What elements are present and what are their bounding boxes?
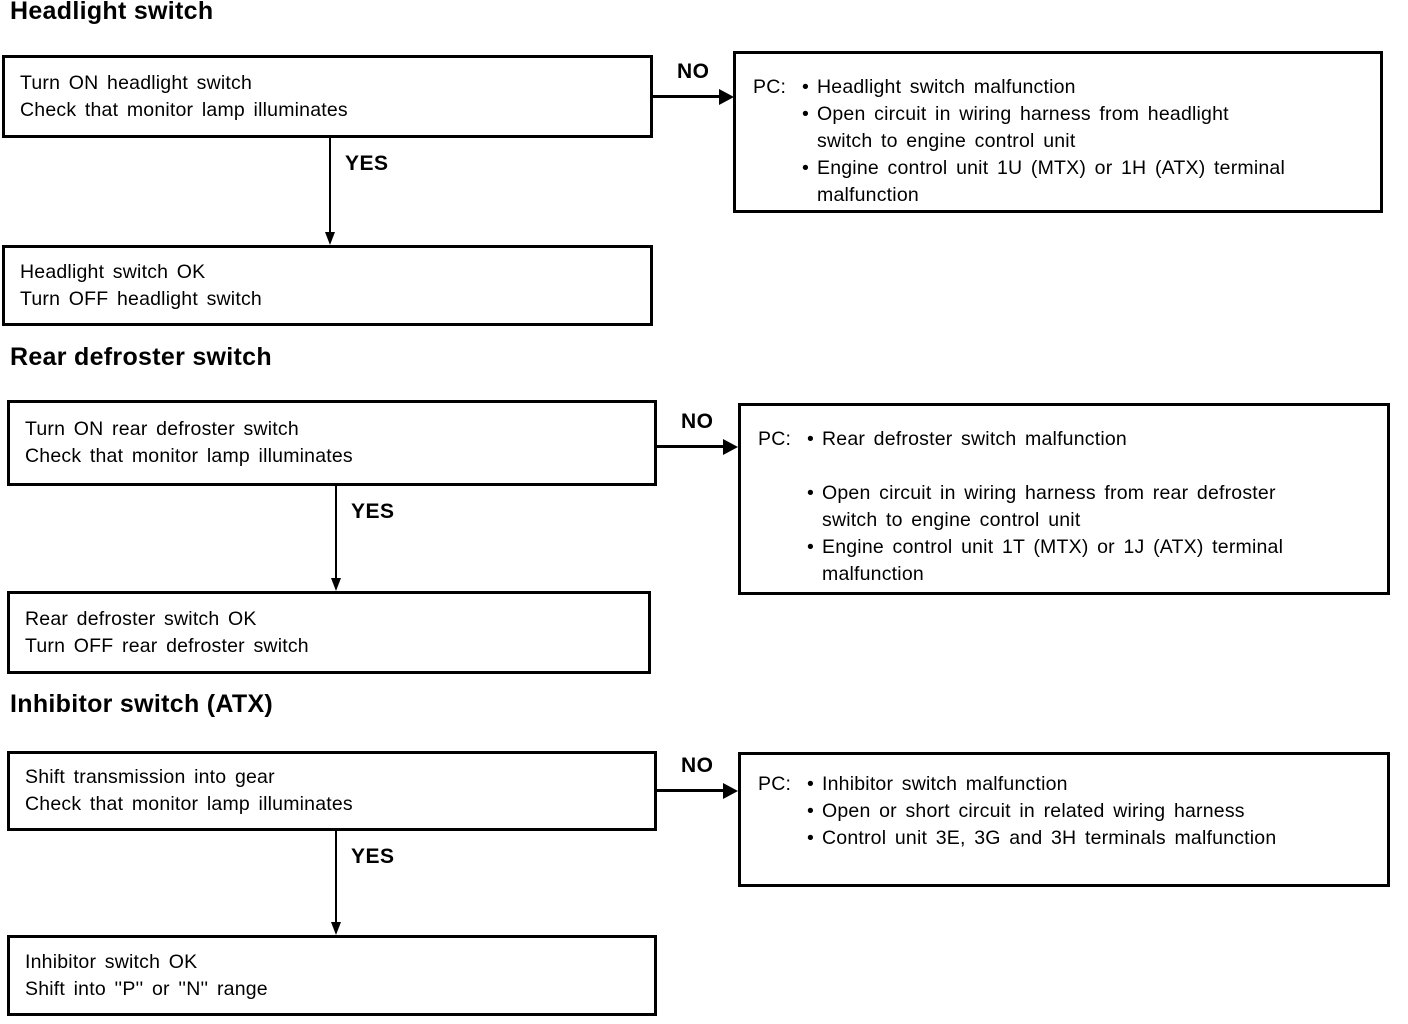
yes-label: YES xyxy=(351,500,395,523)
arrow-down-icon xyxy=(325,232,335,245)
arrow-down-icon xyxy=(331,578,341,591)
pc-cause-text: Inhibitor switch malfunction xyxy=(822,773,1068,795)
section-title-rear-defroster: Rear defroster switch xyxy=(10,343,272,371)
pc-cause-item: • Headlight switch malfunction xyxy=(802,74,1364,101)
pc-cause-item: • Engine control unit 1U (MTX) or 1H (AT… xyxy=(802,155,1364,209)
no-connector-line xyxy=(657,789,723,792)
pc-box-inhibitor: PC: • Inhibitor switch malfunction • Ope… xyxy=(738,752,1390,887)
pc-cause-text: Engine control unit 1U (MTX) or 1H (ATX)… xyxy=(817,157,1285,206)
pc-cause-item: • Open circuit in wiring harness from re… xyxy=(807,480,1371,534)
result-box-headlight: Headlight switch OK Turn OFF headlight s… xyxy=(2,245,653,326)
arrow-down-icon xyxy=(331,922,341,935)
bullet-icon: • xyxy=(807,482,815,504)
result-box-rear-defroster: Rear defroster switch OK Turn OFF rear d… xyxy=(7,591,651,674)
no-label: NO xyxy=(681,410,714,433)
arrow-right-icon xyxy=(723,783,738,799)
result-box-inhibitor: Inhibitor switch OK Shift into ''P'' or … xyxy=(7,935,657,1016)
pc-cause-text: Open or short circuit in related wiring … xyxy=(822,800,1245,822)
yes-label: YES xyxy=(345,152,389,175)
pc-cause-item: • Inhibitor switch malfunction xyxy=(807,771,1371,798)
question-box-rear-defroster: Turn ON rear defroster switch Check that… xyxy=(7,400,657,486)
section-title-inhibitor: Inhibitor switch (ATX) xyxy=(10,690,274,718)
yes-connector-line xyxy=(335,486,337,580)
no-connector-line xyxy=(653,95,721,98)
bullet-icon: • xyxy=(807,773,815,795)
pc-prefix: PC: xyxy=(758,428,792,450)
no-label: NO xyxy=(677,60,710,83)
arrow-right-icon xyxy=(723,439,738,455)
pc-cause-item: • Rear defroster switch malfunction xyxy=(807,426,1371,453)
result-text: Headlight switch OK Turn OFF headlight s… xyxy=(20,260,262,310)
bullet-icon: • xyxy=(802,103,810,125)
pc-prefix: PC: xyxy=(758,773,792,795)
bullet-icon: • xyxy=(807,428,815,450)
pc-cause-item: • Open circuit in wiring harness from he… xyxy=(802,101,1364,155)
pc-prefix: PC: xyxy=(753,76,787,98)
question-box-headlight: Turn ON headlight switch Check that moni… xyxy=(2,55,653,138)
pc-cause-text: Open circuit in wiring harness from rear… xyxy=(822,482,1276,531)
pc-cause-item: • Engine control unit 1T (MTX) or 1J (AT… xyxy=(807,534,1371,588)
pc-cause-text: Control unit 3E, 3G and 3H terminals mal… xyxy=(822,827,1277,849)
pc-cause-list: • Headlight switch malfunction • Open ci… xyxy=(802,74,1364,209)
yes-connector-line xyxy=(335,831,337,924)
pc-cause-text: Engine control unit 1T (MTX) or 1J (ATX)… xyxy=(822,536,1284,585)
question-text: Turn ON headlight switch Check that moni… xyxy=(20,71,348,121)
pc-cause-list: • Inhibitor switch malfunction • Open or… xyxy=(807,771,1371,852)
result-text: Inhibitor switch OK Shift into ''P'' or … xyxy=(25,950,268,1000)
no-connector-line xyxy=(657,445,723,448)
pc-cause-item: • Control unit 3E, 3G and 3H terminals m… xyxy=(807,825,1371,852)
arrow-right-icon xyxy=(719,89,734,105)
bullet-icon: • xyxy=(807,827,815,849)
pc-box-headlight: PC: • Headlight switch malfunction • Ope… xyxy=(733,51,1383,213)
question-text: Turn ON rear defroster switch Check that… xyxy=(25,418,353,467)
no-label: NO xyxy=(681,754,714,777)
pc-cause-text: Open circuit in wiring harness from head… xyxy=(817,103,1229,152)
bullet-icon: • xyxy=(802,157,810,179)
bullet-icon: • xyxy=(807,800,815,822)
pc-cause-text: Headlight switch malfunction xyxy=(817,76,1076,98)
question-box-inhibitor: Shift transmission into gear Check that … xyxy=(7,751,657,831)
pc-box-rear-defroster: PC: • Rear defroster switch malfunction … xyxy=(738,403,1390,595)
yes-label: YES xyxy=(351,845,395,868)
bullet-icon: • xyxy=(802,76,810,98)
question-text: Shift transmission into gear Check that … xyxy=(25,766,353,815)
pc-cause-list: • Rear defroster switch malfunction • Op… xyxy=(807,426,1371,588)
result-text: Rear defroster switch OK Turn OFF rear d… xyxy=(25,607,309,657)
pc-cause-text: Rear defroster switch malfunction xyxy=(822,428,1127,450)
pc-cause-item: • Open or short circuit in related wirin… xyxy=(807,798,1371,825)
section-title-headlight: Headlight switch xyxy=(10,0,214,25)
bullet-icon: • xyxy=(807,536,815,558)
yes-connector-line xyxy=(329,138,331,235)
